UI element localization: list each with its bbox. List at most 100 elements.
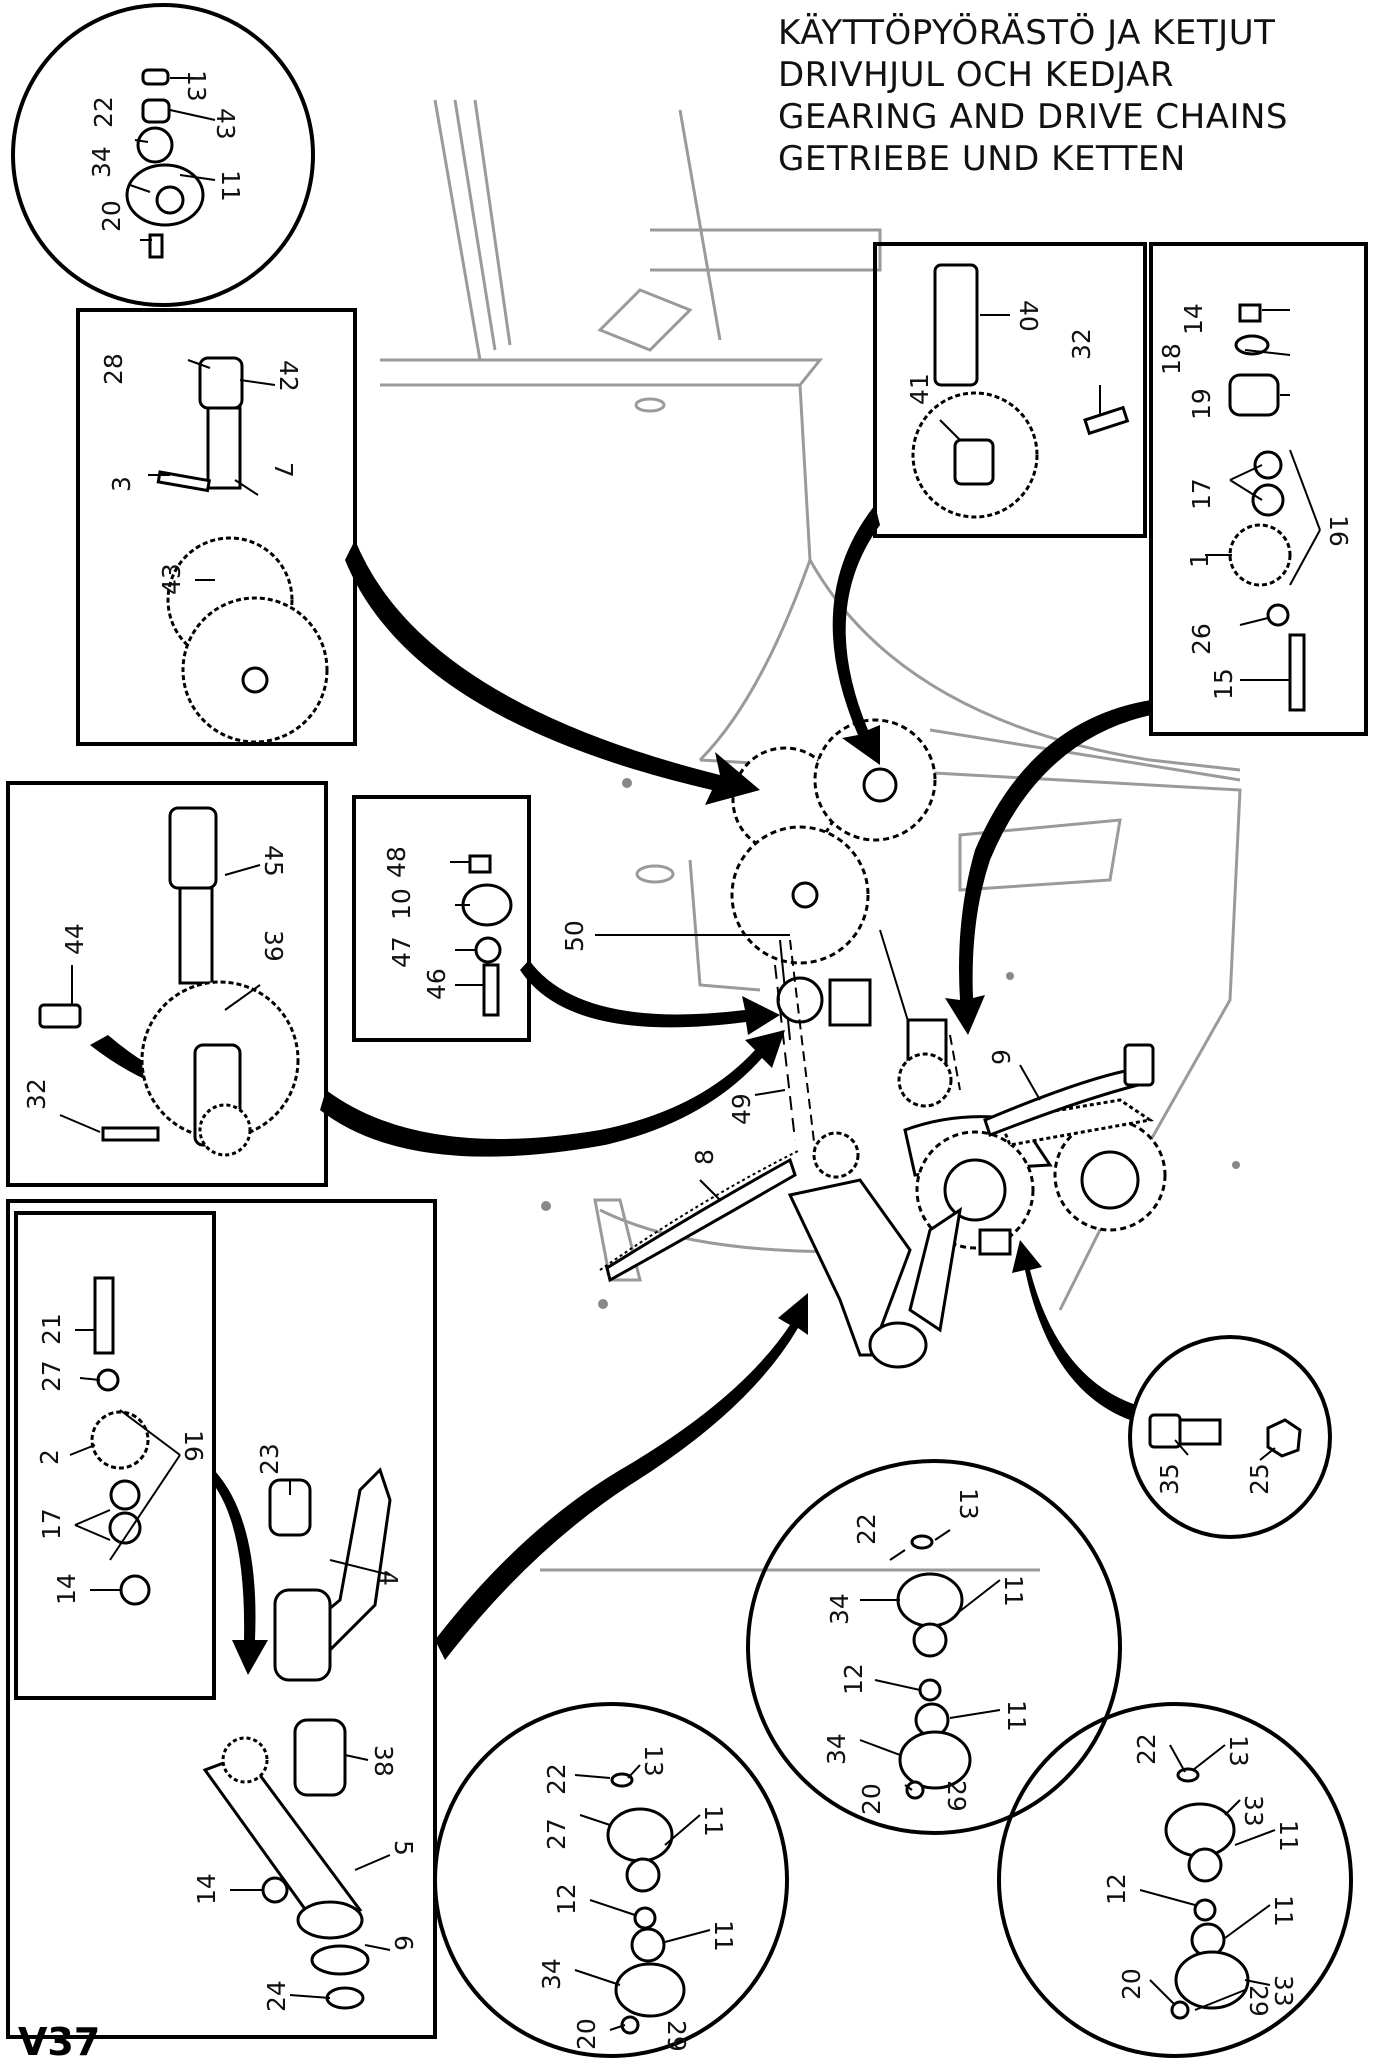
callout-34b: 34 (825, 1593, 854, 1625)
callout-32: 32 (1067, 328, 1096, 360)
callout-28: 28 (99, 353, 128, 385)
callout-34c: 34 (822, 1733, 851, 1765)
title-block: KÄYTTÖPYÖRÄSTÖ JA KETJUT DRIVHJUL OCH KE… (778, 12, 1338, 180)
callout-43b: 43 (157, 563, 186, 595)
title-swedish: DRIVHJUL OCH KEDJAR (778, 55, 1174, 95)
arrow-gear-43 (345, 540, 760, 805)
callout-2: 2 (35, 1449, 64, 1465)
callout-46: 46 (422, 968, 451, 1000)
callout-9: 9 (987, 1049, 1016, 1065)
callout-16: 16 (1324, 515, 1353, 547)
callout-42: 42 (274, 360, 303, 392)
callout-11g: 11 (1269, 1895, 1298, 1927)
callout-49: 49 (727, 1093, 756, 1125)
callout-11b: 11 (999, 1575, 1028, 1607)
callout-40: 40 (1014, 300, 1043, 332)
callout-41: 41 (905, 373, 934, 405)
callout-7: 7 (269, 462, 298, 478)
arrow-arm (435, 1293, 808, 1660)
callout-11e: 11 (709, 1920, 738, 1952)
page-code: V37 (18, 2020, 101, 2064)
callout-22: 22 (89, 96, 118, 128)
callout-32b: 32 (22, 1078, 51, 1110)
leader-lines (59, 77, 1321, 2031)
callout-11c: 11 (1002, 1700, 1031, 1732)
callout-23: 23 (255, 1443, 284, 1475)
callout-29b: 29 (662, 2020, 691, 2052)
callout-21: 21 (37, 1313, 66, 1345)
callout-14c: 14 (192, 1873, 221, 1905)
title-english: GEARING AND DRIVE CHAINS (778, 97, 1288, 137)
callout-4: 4 (374, 1570, 403, 1586)
callout-20d: 20 (1117, 1968, 1146, 2000)
callout-22b: 22 (852, 1513, 881, 1545)
detail-circle-top-left (11, 3, 315, 307)
callout-38: 38 (369, 1745, 398, 1777)
callout-8: 8 (690, 1149, 719, 1165)
detail-circle-bearing-27 (433, 1702, 789, 2058)
callout-12c: 12 (1102, 1873, 1131, 1905)
callout-5: 5 (389, 1840, 418, 1856)
callout-11d: 11 (699, 1805, 728, 1837)
callout-50: 50 (560, 920, 589, 952)
detail-parts (38, 68, 1306, 2035)
callout-20c: 20 (572, 2018, 601, 2050)
callout-35: 35 (1155, 1463, 1184, 1495)
callout-6: 6 (389, 1935, 418, 1951)
title-german: GETRIEBE UND KETTEN (778, 139, 1186, 179)
detail-box-shaft-40 (873, 242, 1147, 538)
callout-22c: 22 (542, 1763, 571, 1795)
callout-43: 43 (211, 108, 240, 140)
callout-18: 18 (1157, 343, 1186, 375)
callout-14: 14 (1179, 303, 1208, 335)
callout-13d: 13 (1224, 1735, 1253, 1767)
callout-47: 47 (387, 936, 416, 968)
callout-13b: 13 (954, 1488, 983, 1520)
callout-27: 27 (37, 1360, 66, 1392)
detail-box-sprocket-1 (1149, 242, 1368, 736)
callout-34d: 34 (537, 1958, 566, 1990)
callout-33: 33 (1239, 1795, 1268, 1827)
detail-box-roller-10 (352, 795, 531, 1042)
callout-39: 39 (259, 930, 288, 962)
callout-22d: 22 (1132, 1733, 1161, 1765)
arrow-inner-arm (214, 1470, 268, 1675)
detail-box-gear-39 (6, 781, 328, 1187)
callout-19: 19 (1187, 388, 1216, 420)
callout-24: 24 (262, 1980, 291, 2012)
callout-12: 12 (839, 1663, 868, 1695)
machine-frame (380, 99, 1242, 1572)
callout-13c: 13 (639, 1745, 668, 1777)
callout-45: 45 (259, 845, 288, 877)
callout-26: 26 (1187, 623, 1216, 655)
detail-box-gear-43 (76, 308, 357, 746)
callout-10: 10 (387, 888, 416, 920)
detail-box-sprocket-2 (14, 1211, 216, 1700)
callout-12b: 12 (552, 1883, 581, 1915)
callout-27b: 27 (542, 1818, 571, 1850)
callout-29: 29 (942, 1780, 971, 1812)
callout-29c: 29 (1244, 1985, 1273, 2017)
title-finnish: KÄYTTÖPYÖRÄSTÖ JA KETJUT (778, 13, 1276, 53)
callout-1: 1 (1185, 552, 1214, 568)
arrow-roller-10 (520, 960, 780, 1035)
callout-34: 34 (87, 146, 116, 178)
arrow-gear-39 (320, 1030, 785, 1157)
detail-circle-bearing-33 (997, 1702, 1353, 2058)
central-assembly (599, 718, 1167, 1369)
callout-11f: 11 (1274, 1820, 1303, 1852)
callout-11: 11 (216, 170, 245, 202)
callout-20: 20 (97, 200, 126, 232)
callout-17b: 17 (37, 1508, 66, 1540)
callout-3: 3 (107, 476, 136, 492)
callout-48: 48 (382, 846, 411, 878)
arrow-sprocket-1 (945, 700, 1151, 1035)
arrow-shaft-40 (832, 505, 880, 765)
detail-box-arms (6, 1199, 437, 2039)
arrow-bolt (1012, 1240, 1136, 1420)
callout-44: 44 (60, 923, 89, 955)
callout-14b: 14 (52, 1573, 81, 1605)
callout-16b: 16 (179, 1430, 208, 1462)
callout-17: 17 (1187, 478, 1216, 510)
